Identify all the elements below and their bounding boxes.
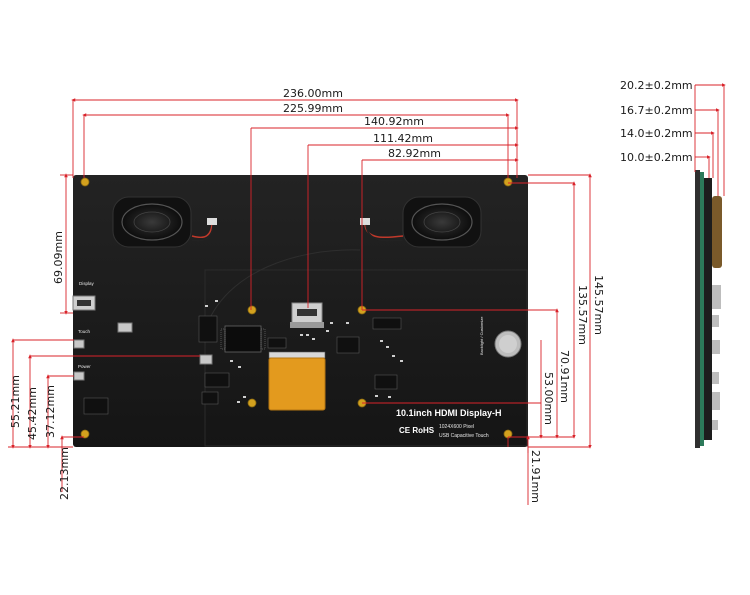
dim-left-top: 69.09mm [52, 231, 65, 284]
dim-width-2: 225.99mm [283, 102, 343, 115]
side-ports [72, 295, 213, 381]
resolution-label: 1024X600 Pixel [439, 424, 474, 430]
speaker-right [402, 196, 482, 248]
component-dots [205, 300, 403, 403]
dim-width-3: 140.92mm [364, 115, 424, 128]
touch-label: USB Capacitive Touch [439, 433, 489, 439]
side-housing [704, 178, 712, 440]
dim-height-1: 145.57mm [592, 275, 605, 335]
product-name: 10.1inch HDMI Display-H [396, 408, 502, 418]
board-arc-guide [204, 249, 361, 331]
components [83, 315, 402, 415]
dimension-lines [8, 98, 592, 505]
fpc-ribbon [268, 357, 326, 411]
dim-width-4: 111.42mm [373, 132, 433, 145]
side-thickness-3: 14.0±0.2mm [620, 127, 693, 140]
side-dimension-labels: 20.2±0.2mm 16.7±0.2mm 14.0±0.2mm 10.0±0.… [620, 79, 693, 164]
board-front: Display Touch Power Backlight / Customiz… [72, 175, 528, 447]
side-pcb-edge [700, 172, 704, 446]
dim-width-overall: 236.00mm [283, 87, 343, 100]
backlight-label: Backlight / Customize [479, 316, 484, 355]
dim-left-3: 37.12mm [44, 385, 57, 438]
certification-mark: CE RoHS [399, 426, 435, 435]
dim-right-2: 53.00mm [542, 372, 555, 425]
dim-right-bottom: 21.91mm [529, 450, 542, 503]
port-label-power: Power [78, 364, 91, 369]
dim-right-1: 70.91mm [558, 350, 571, 403]
side-glass [695, 170, 700, 448]
speaker-left [112, 196, 192, 248]
side-speaker-bump [712, 196, 722, 268]
coin-battery-face [499, 335, 517, 353]
dimension-labels: 236.00mm 225.99mm 140.92mm 111.42mm 82.9… [9, 87, 605, 503]
side-dimension-lines [694, 83, 726, 196]
board-side-view [695, 170, 722, 448]
dim-left-1: 55.21mm [9, 375, 22, 428]
main-chip [220, 325, 266, 353]
dim-height-2: 135.57mm [576, 285, 589, 345]
dim-width-5: 82.92mm [388, 147, 441, 160]
dim-left-bottom: 22.13mm [58, 447, 71, 500]
side-thickness-4: 10.0±0.2mm [620, 151, 693, 164]
speaker-wires [191, 218, 404, 242]
port-label-display: Display [79, 281, 95, 286]
side-connectors [712, 285, 721, 430]
side-thickness-1: 20.2±0.2mm [620, 79, 693, 92]
hdmi-port [290, 302, 324, 328]
side-thickness-2: 16.7±0.2mm [620, 104, 693, 117]
port-label-touch: Touch [78, 329, 91, 334]
dim-left-2: 45.42mm [26, 387, 39, 440]
